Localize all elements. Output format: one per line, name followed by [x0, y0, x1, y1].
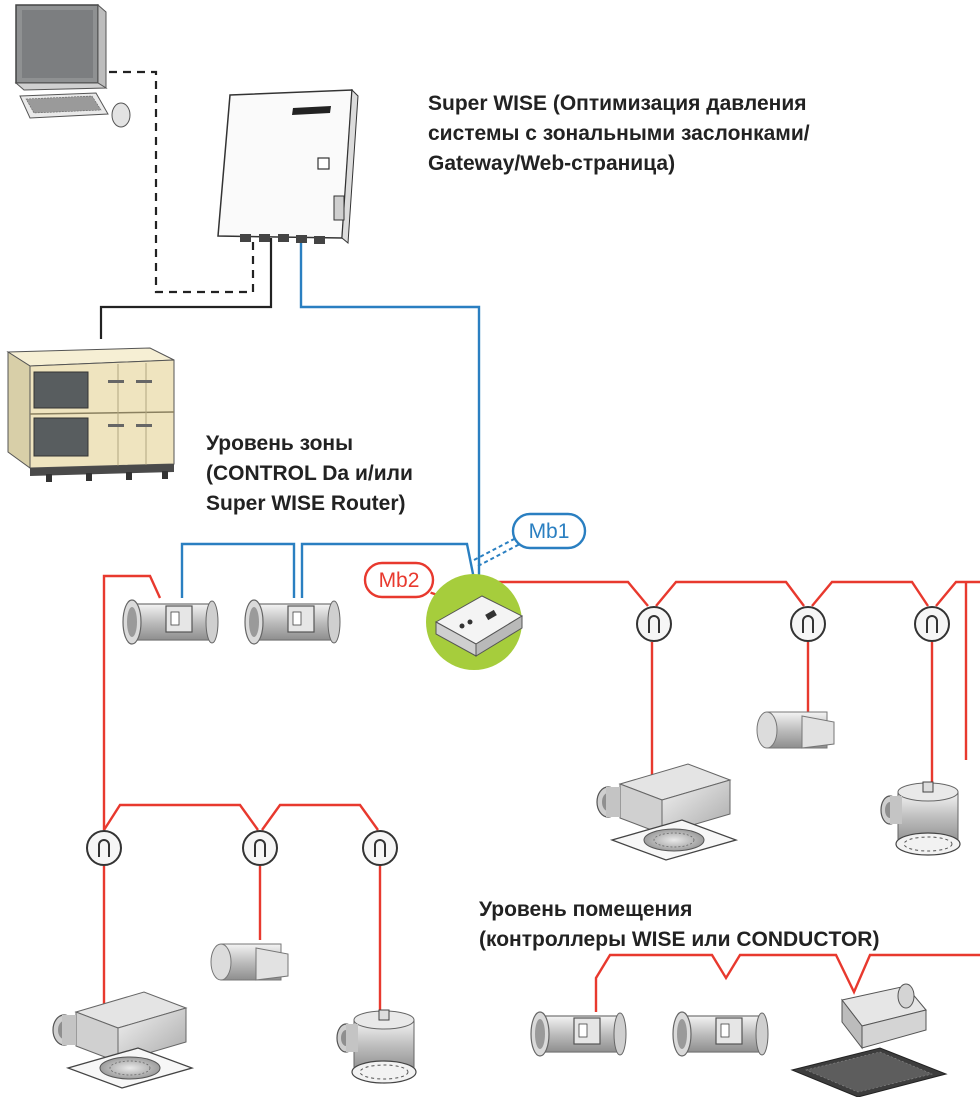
computer-icon [14, 3, 131, 128]
diffuser-box-icon [596, 763, 737, 861]
room-bus-right [486, 580, 649, 607]
room-controller-icon [636, 606, 672, 642]
super-wise-label-line-1: Super WISE (Оптимизация давления [428, 92, 807, 115]
ahu-cable [99, 238, 273, 339]
air-handling-unit-icon [6, 347, 175, 482]
damper-icon [244, 599, 341, 645]
room-bus-zone [102, 574, 162, 830]
mb1-badge: Mb1 [511, 512, 587, 550]
room-bus-right-3 [811, 580, 929, 607]
pc-network-cable [67, 70, 255, 294]
router-icon [426, 574, 524, 670]
modbus-line-zone-2 [300, 542, 481, 605]
room-bus-right-2 [655, 580, 805, 607]
mb2-label: Mb2 [379, 569, 420, 592]
room-controller-icon [790, 606, 826, 642]
modbus-line-zone [180, 542, 296, 598]
mb1-label: Mb1 [529, 520, 570, 543]
round-diffuser-icon [880, 781, 961, 856]
diffuser-box-icon [52, 991, 193, 1089]
damper-icon [756, 711, 835, 749]
room-level-label-line-2: (контроллеры WISE или CONDUCTOR) [479, 928, 880, 951]
zone-level-label-line-1: Уровень зоны [206, 432, 354, 455]
damper-icon [210, 943, 289, 981]
room-controller-icon [362, 830, 398, 866]
controller-cabinet-icon [217, 88, 359, 245]
mb2-badge: Mb2 [363, 561, 435, 599]
room-controller-icon [86, 830, 122, 866]
room-controller-icon [914, 606, 950, 642]
mb1-link-2 [477, 543, 521, 567]
super-wise-label-line-3: Gateway/Web-страница) [428, 152, 676, 175]
cassette-unit-icon [790, 983, 948, 1097]
zone-level-label-line-3: Super WISE Router) [206, 492, 406, 515]
room-level-label-line-1: Уровень помещения [479, 898, 693, 921]
modbus-line-main [299, 238, 481, 604]
round-diffuser-icon [336, 1009, 417, 1084]
room-level-label: Уровень помещения (контроллеры WISE или … [479, 895, 879, 955]
super-wise-label: Super WISE (Оптимизация давления системы… [428, 89, 810, 179]
zone-level-label: Уровень зоны (CONTROL Da и/или Super WIS… [206, 429, 413, 519]
room-bus-left-2 [261, 803, 379, 831]
room-bus-right-4 [935, 580, 980, 607]
zone-level-label-line-2: (CONTROL Da и/или [206, 462, 413, 485]
super-wise-label-line-2: системы с зональными заслонками/ [428, 122, 810, 145]
mb1-link [473, 536, 519, 561]
damper-icon [530, 1011, 627, 1057]
room-bus-left-1 [102, 803, 259, 831]
damper-icon [672, 1011, 769, 1057]
room-controller-icon [242, 830, 278, 866]
room-bus-bottom [594, 953, 980, 1012]
damper-icon [122, 599, 219, 645]
